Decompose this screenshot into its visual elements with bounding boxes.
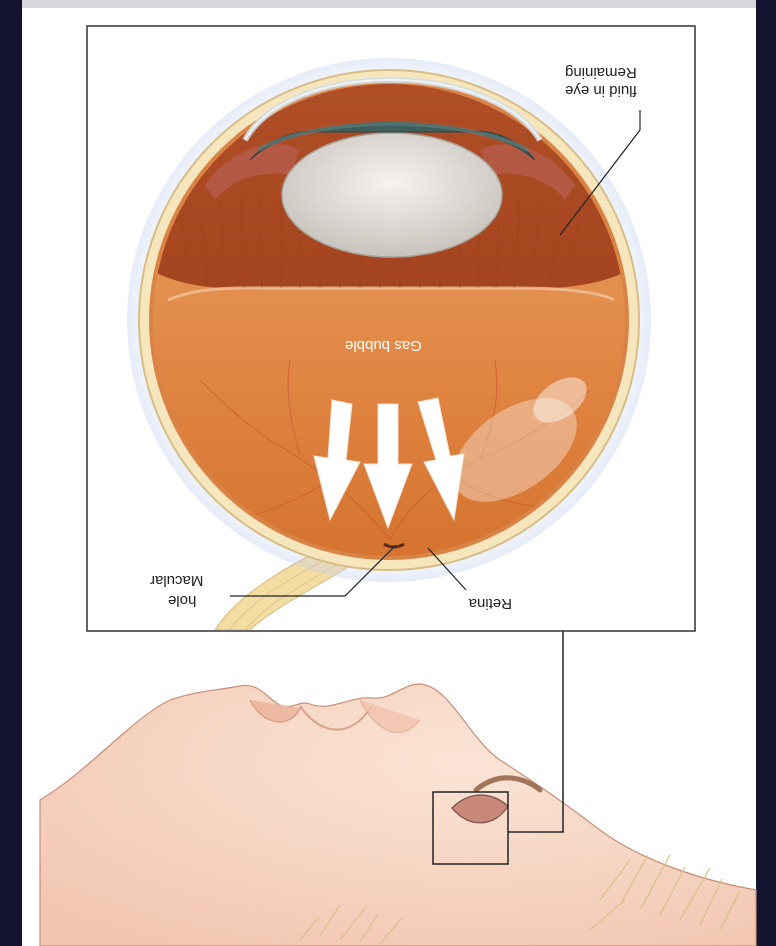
label-remaining-fluid-2: fluid in eye [565,82,637,99]
label-macular-hole-1: Macular [150,572,203,589]
lens [282,133,502,257]
label-retina: Retina [468,595,512,612]
label-remaining-fluid-1: Remaining [565,64,637,81]
label-gas-bubble: Gas bubble [345,337,422,354]
face-profile [40,630,756,946]
label-macular-hole-2: hole [168,592,196,609]
